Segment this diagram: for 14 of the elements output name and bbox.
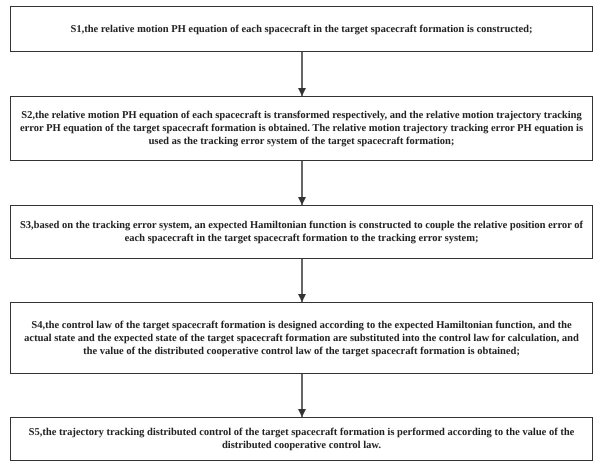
step-text: S2,the relative motion PH equation of each spacecraft is transformed respectively, and the relative motion trajectory tracking error PH equation of the target spacecraft formation is obtained. The relative motion trajectory tracking error PH equation is used as the tracking error system of the target spacecraft formation; [18,109,584,148]
step-text: S3,based on the tracking error system, an expected Hamiltonian function is constructed to couple the relative position error of each spacecraft in the target spacecraft formation to the tracking error system; [18,219,584,245]
arrow [298,374,306,417]
process-box [10,6,593,52]
process-box [10,205,593,259]
process-box [10,96,593,161]
process-box [10,302,593,374]
step-text: S5,the trajectory tracking distributed control of the target spacecraft formation is performed according to the value of the distributed cooperative control law. [28,426,576,452]
step-text: S4,the control law of the target spacecraft formation is designed according to the expected Hamiltonian function, and the actual state and the expected state of the target spacecraft formation are substituted into the control law for calculation, and the value of the distributed cooperative control law of the target spacecraft formation is obtained; [23,318,580,358]
process-box [10,417,593,461]
step-text: S1,the relative motion PH equation of each spacecraft in the target spacecraft formation is constructed; [70,22,532,36]
arrow [298,259,306,302]
arrow [298,52,306,96]
arrow [298,161,306,205]
